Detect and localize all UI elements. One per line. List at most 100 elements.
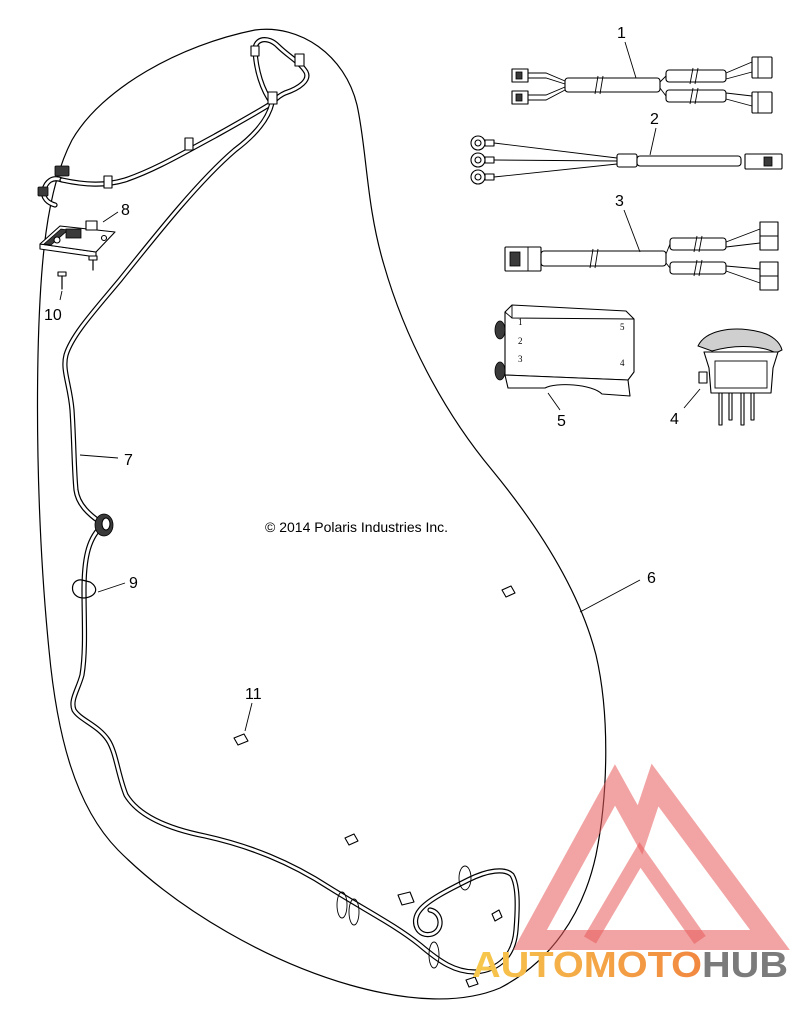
- part-6-outline: [36, 28, 607, 1000]
- part-10-screws: [57, 255, 98, 290]
- module-connector: [85, 220, 98, 231]
- harness-clip: [397, 891, 415, 906]
- wires: [725, 228, 761, 284]
- watermark-inner-shape: [583, 842, 706, 945]
- panel-knob: [494, 361, 506, 381]
- part-7-harness: [37, 40, 519, 974]
- callout-11: 11: [245, 686, 262, 703]
- sleeve-branch: [665, 89, 727, 103]
- ring-terminal-hole: [474, 173, 482, 181]
- split: [665, 243, 671, 269]
- leader-10: [59, 290, 63, 301]
- leader-3: [623, 209, 641, 253]
- harness-clip: [250, 45, 260, 57]
- terminal-crimp: [484, 139, 495, 147]
- switch-frame: [714, 360, 768, 389]
- panel-body: [504, 304, 635, 381]
- part-9-cable-tie: [71, 579, 97, 599]
- sleeve: [540, 250, 667, 267]
- sleeve-branch: [669, 237, 727, 251]
- connector: [759, 235, 779, 251]
- harness-down-outer: [65, 103, 272, 522]
- rocker-cap: [697, 328, 783, 354]
- grommet-hole: [101, 517, 111, 531]
- harness-low-outer: [73, 528, 517, 972]
- connector-latch: [509, 251, 521, 267]
- connector: [759, 221, 779, 237]
- panel-marking: 5: [620, 322, 625, 332]
- connector: [759, 261, 779, 277]
- connector-latch: [515, 93, 523, 102]
- module-mount-hole: [53, 236, 61, 244]
- harness-connector-top: [54, 165, 70, 177]
- harness-clip: [103, 175, 113, 189]
- callout-4: 4: [670, 411, 679, 428]
- harness-clip: [184, 137, 194, 151]
- callout-3: 3: [615, 193, 624, 210]
- callout-9: 9: [129, 575, 138, 592]
- leader-7: [79, 454, 119, 459]
- clip: [233, 733, 249, 746]
- clip: [491, 909, 503, 922]
- leader-lines: [59, 41, 701, 732]
- connector: [744, 153, 783, 170]
- panel-knob: [494, 320, 506, 340]
- harness-clip: [294, 53, 305, 67]
- split: [659, 75, 667, 97]
- break-mark: [589, 248, 599, 269]
- connector: [759, 275, 779, 291]
- terminal-crimp: [484, 173, 495, 181]
- switch-terminal: [750, 392, 755, 421]
- harness-clip: [267, 91, 278, 105]
- sleeve-collar: [616, 153, 638, 168]
- ring-terminal-hole: [474, 156, 482, 164]
- panel-marking: 1: [518, 317, 523, 327]
- watermark-text-warm: AUTOMOTO: [472, 944, 702, 985]
- clip: [465, 976, 479, 988]
- part-2-harness: [470, 135, 783, 185]
- leader-11: [244, 702, 253, 732]
- module-mount-hole: [100, 234, 108, 242]
- callout-labels: 1 2 3 4 5 6 7 8 9 10 11: [44, 25, 679, 703]
- panel-edge: [504, 305, 635, 320]
- part-11-clips: [233, 585, 516, 988]
- harness-low-inner: [71, 526, 519, 974]
- terminal-crimp: [484, 156, 495, 164]
- sleeve-branch: [665, 69, 727, 83]
- break-mark: [594, 75, 604, 95]
- clip: [344, 833, 359, 846]
- leader-1: [624, 41, 637, 79]
- module-chip: [65, 228, 82, 239]
- leader-6: [579, 579, 641, 613]
- callout-6: 6: [647, 570, 656, 587]
- leader-9: [97, 582, 126, 593]
- break-mark: [693, 235, 703, 277]
- clip: [501, 585, 516, 598]
- watermark-triangle: [513, 763, 790, 950]
- wires: [725, 61, 753, 107]
- panel-marking: 4: [620, 358, 625, 368]
- part-4-rocker-switch: [697, 328, 783, 426]
- part-1-harness: [511, 56, 773, 114]
- connector-latch: [515, 71, 523, 80]
- watermark-text-gray: HUB: [702, 944, 788, 985]
- copyright-notice: © 2014 Polaris Industries Inc.: [265, 519, 448, 535]
- connector: [751, 56, 773, 79]
- leader-2: [649, 127, 657, 156]
- cable-tie: [336, 891, 348, 919]
- callout-2: 2: [650, 111, 659, 128]
- sleeve: [636, 155, 742, 167]
- panel-marking: 3: [518, 354, 523, 364]
- cable-tie: [348, 898, 360, 926]
- switch-tab: [698, 371, 708, 384]
- panel-base: [504, 374, 631, 397]
- callout-10: 10: [44, 307, 62, 324]
- part-8-module: [39, 220, 116, 258]
- leader-8: [102, 211, 119, 223]
- ring-terminal-hole: [474, 139, 482, 147]
- callout-7: 7: [124, 452, 133, 469]
- sleeve: [564, 77, 661, 93]
